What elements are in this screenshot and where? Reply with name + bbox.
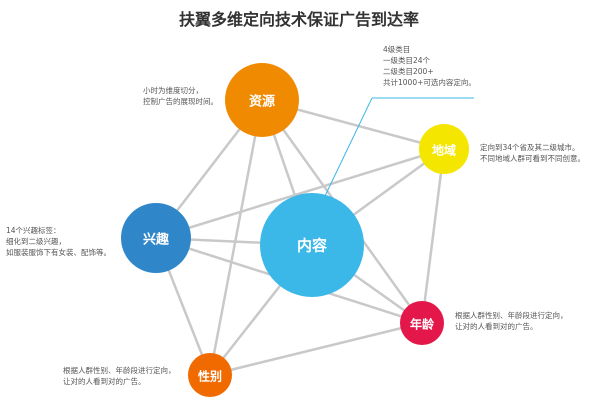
content-node-label: 内容	[296, 236, 328, 255]
resource-node-label: 资源	[248, 94, 276, 110]
gender-note-line: 让对的人看到对的广告。	[63, 377, 146, 386]
resource-note-line: 控制广告的展现时间。	[143, 97, 218, 106]
age-node-label: 年龄	[409, 317, 435, 332]
region-note-line: 定向到34个省及其二级城市。	[480, 143, 580, 152]
gender-note-line: 根据人群性别、年龄段进行定向，	[63, 366, 176, 375]
age-note: 根据人群性别、年龄段进行定向， 让对的人看到对的广告。	[455, 310, 568, 332]
connector-line-region-age	[420, 148, 446, 324]
content-note-line: 共计1000+可选内容定向。	[383, 78, 476, 87]
age-note-line: 根据人群性别、年龄段进行定向，	[455, 311, 568, 320]
connector-line-region-interest	[155, 147, 445, 240]
resource-note: 小时为维度切分， 控制广告的展现时间。	[143, 85, 218, 107]
resource-node	[225, 63, 299, 137]
region-note-line: 不同地域人群可看到不同创意。	[480, 154, 585, 163]
connector-line-age-gender	[209, 321, 423, 377]
gender-node	[188, 353, 232, 397]
content-note-line: 一级类目24个	[383, 56, 431, 65]
interest-note-line: 14个兴趣标签：	[6, 226, 61, 235]
content-note: 4级类目 一级类目24个 二级类目200+ 共计1000+可选内容定向。	[383, 44, 476, 88]
interest-note-line: 细化到二级兴趣，	[6, 237, 66, 246]
interest-note: 14个兴趣标签： 细化到二级兴趣， 如服装服饰下有女装、配饰等。	[6, 225, 111, 258]
region-node-label: 地域	[431, 143, 457, 158]
resource-note-line: 小时为维度切分，	[143, 86, 203, 95]
node-circles	[121, 63, 469, 397]
gender-note: 根据人群性别、年龄段进行定向， 让对的人看到对的广告。	[63, 365, 176, 387]
gender-node-label: 性别	[197, 369, 223, 384]
age-note-line: 让对的人看到对的广告。	[455, 322, 538, 331]
content-note-line: 二级类目200+	[383, 67, 434, 76]
region-note: 定向到34个省及其二级城市。 不同地域人群可看到不同创意。	[480, 142, 585, 164]
region-node	[419, 124, 469, 174]
content-node	[260, 193, 364, 297]
interest-note-line: 如服装服饰下有女装、配饰等。	[6, 248, 111, 257]
interest-node	[121, 203, 191, 273]
age-node	[400, 301, 444, 345]
interest-node-label: 兴趣	[142, 232, 170, 248]
page-title: 扶翼多维定向技术保证广告到达率	[178, 10, 419, 29]
content-note-line: 4级类目	[383, 45, 411, 54]
content-note-leader-line	[324, 97, 373, 197]
connector-line-resource-gender	[208, 99, 264, 376]
